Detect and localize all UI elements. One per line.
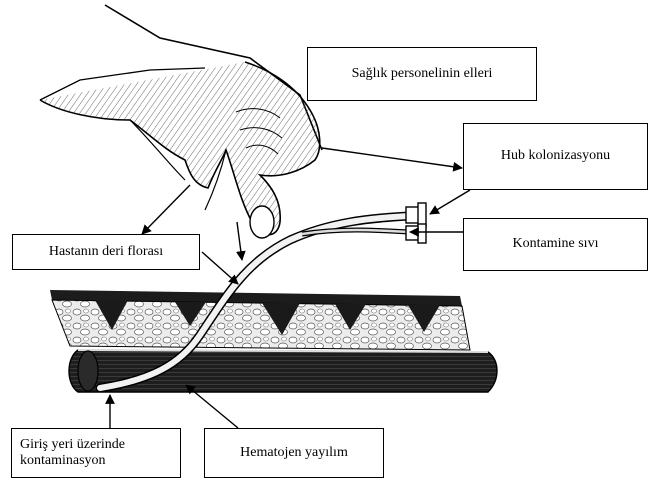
skin-cross-section [50, 290, 470, 350]
arrow-hands-to-hub [322, 148, 462, 168]
label-contaminated-fluid: Kontamine sıvı [463, 218, 648, 271]
arrow-hand-to-flora [142, 185, 190, 234]
blood-vessel [69, 350, 497, 392]
arrow-hub-label-to-hub [430, 190, 470, 214]
label-hematogenous-spread-text: Hematojen yayılım [240, 445, 348, 461]
label-healthcare-hands: Sağlık personelinin elleri [307, 47, 537, 101]
arrow-flora-to-skin [202, 252, 238, 284]
label-contaminated-fluid-text: Kontamine sıvı [513, 236, 599, 252]
label-entry-line1: Giriş yeri üzerinde [20, 437, 125, 453]
catheter-hub [406, 203, 426, 243]
arrow-hand-to-skin [237, 222, 242, 260]
hand-illustration [40, 5, 322, 238]
label-hub-colonization-text: Hub kolonizasyonu [501, 148, 610, 164]
label-hub-colonization: Hub kolonizasyonu [463, 123, 648, 190]
label-skin-flora: Hastanın deri florası [12, 234, 200, 270]
label-entry-site-contamination: Giriş yeri üzerinde kontaminasyon [11, 428, 181, 478]
label-hematogenous-spread: Hematojen yayılım [204, 428, 384, 478]
label-skin-flora-text: Hastanın deri florası [49, 244, 163, 260]
label-entry-line2: kontaminasyon [20, 453, 125, 469]
label-healthcare-hands-text: Sağlık personelinin elleri [352, 66, 493, 82]
